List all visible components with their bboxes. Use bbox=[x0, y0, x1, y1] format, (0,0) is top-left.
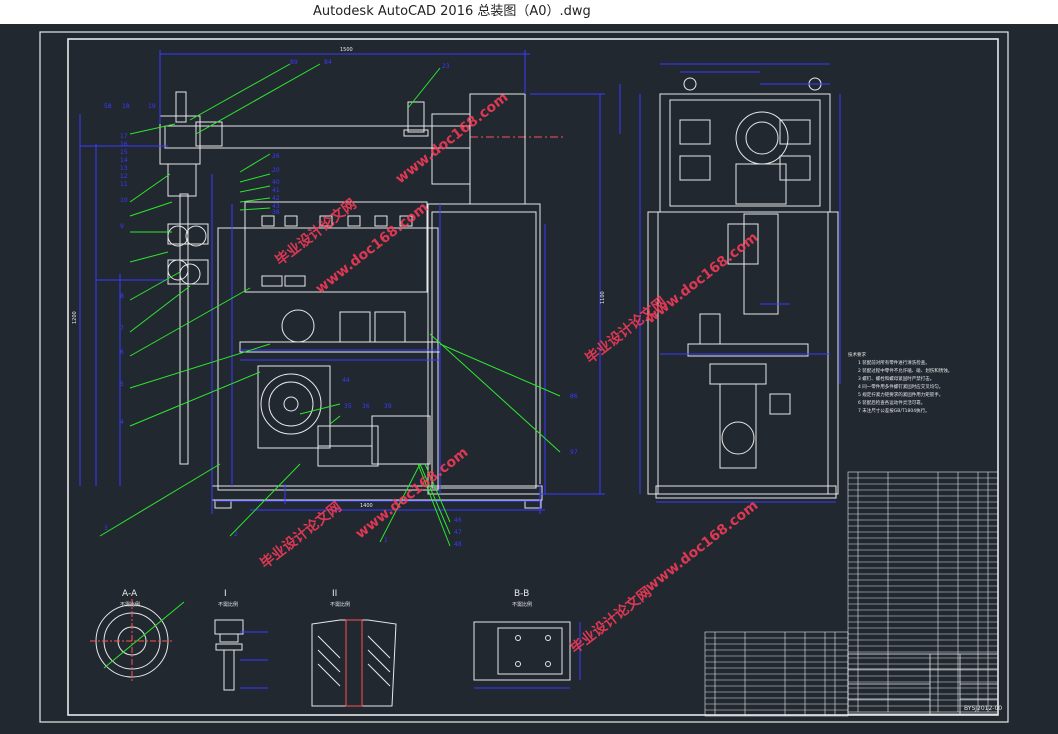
svg-text:4 同一零件用多件螺钉紧固时应交叉均匀。: 4 同一零件用多件螺钉紧固时应交叉均匀。 bbox=[858, 383, 943, 390]
svg-text:1200: 1200 bbox=[72, 311, 78, 324]
watermark-url-3: www.doc168.com bbox=[353, 444, 472, 542]
part-number-label: 19 bbox=[148, 103, 156, 110]
svg-text:1500: 1500 bbox=[340, 47, 353, 53]
part-number-label: 89 bbox=[290, 59, 298, 66]
title-bar: Autodesk AutoCAD 2016 总装图（A0）.dwg bbox=[0, 0, 1058, 24]
part-number-label: 9 bbox=[120, 223, 124, 230]
part-number-label: 58 bbox=[104, 103, 112, 110]
section-a-a-view bbox=[90, 599, 185, 683]
part-number-label: 14 bbox=[120, 157, 128, 164]
part-number-label: 10 bbox=[120, 197, 128, 204]
detail-ii-subtitle: 不需比例 bbox=[330, 601, 350, 608]
watermark-url-4: www.doc168.com bbox=[643, 497, 762, 595]
svg-text:1400: 1400 bbox=[360, 503, 373, 509]
drawing-number: BYSJ2012-00 bbox=[964, 705, 1002, 712]
svg-text:技术要求: 技术要求 bbox=[848, 351, 866, 358]
detail-ii-title: II bbox=[332, 589, 337, 599]
part-number-label: 35 bbox=[344, 403, 352, 410]
leader-lines-left bbox=[99, 63, 561, 547]
front-view bbox=[159, 91, 565, 509]
part-number-label: 12 bbox=[120, 173, 128, 180]
part-number-label: 20 bbox=[272, 167, 280, 174]
svg-text:2 装配过程中零件不允许磕、碰、划伤和锈蚀。: 2 装配过程中零件不允许磕、碰、划伤和锈蚀。 bbox=[858, 367, 952, 374]
section-a-a-subtitle: 不需比例 bbox=[120, 601, 140, 608]
section-a-a-title: A-A bbox=[122, 589, 138, 599]
part-number-label: 13 bbox=[120, 165, 128, 172]
part-number-label: 7 bbox=[120, 325, 124, 332]
title-block bbox=[847, 653, 999, 715]
part-number-label: 47 bbox=[454, 529, 462, 536]
part-number-label: 18 bbox=[122, 103, 130, 110]
part-number-label: 39 bbox=[384, 403, 392, 410]
detail-i-subtitle: 不需比例 bbox=[218, 601, 238, 608]
part-number-label: 26 bbox=[272, 153, 280, 160]
part-number-label: 23 bbox=[442, 63, 450, 70]
svg-text:1100: 1100 bbox=[600, 291, 606, 304]
part-number-label: 86 bbox=[570, 393, 578, 400]
part-number-label: 8 bbox=[120, 293, 124, 300]
svg-text:1 装配前对所有零件进行清洗检查。: 1 装配前对所有零件进行清洗检查。 bbox=[858, 359, 930, 366]
part-number-label: 36 bbox=[362, 403, 370, 410]
part-number-label: 42 bbox=[272, 195, 280, 202]
part-number-label: 40 bbox=[272, 179, 280, 186]
part-number-label: 97 bbox=[570, 449, 578, 456]
bill-of-materials-lower bbox=[704, 631, 849, 717]
section-b-b-subtitle: 不需比例 bbox=[512, 601, 532, 608]
part-number-label: 46 bbox=[454, 517, 462, 524]
watermark-site-4: 毕业设计论文网 bbox=[567, 583, 655, 657]
part-number-label: 6 bbox=[120, 349, 124, 356]
svg-text:5 规定拧紧力矩要求的紧固件用力矩扳手。: 5 规定拧紧力矩要求的紧固件用力矩扳手。 bbox=[858, 391, 943, 398]
sheet-outer-border bbox=[39, 31, 1009, 723]
part-number-label: 38 bbox=[272, 209, 280, 216]
part-number-label: 4 bbox=[120, 419, 124, 426]
part-number-label: 2 bbox=[234, 531, 238, 538]
section-b-b-view bbox=[473, 621, 581, 689]
side-view bbox=[647, 77, 839, 499]
part-number-label: 5 bbox=[120, 381, 124, 388]
watermark-url-5: www.doc168.com bbox=[393, 89, 512, 187]
part-number-label: 43 bbox=[272, 203, 280, 210]
window-title: Autodesk AutoCAD 2016 总装图（A0）.dwg bbox=[313, 4, 591, 19]
svg-text:6 装配后检查各运动件灵活可靠。: 6 装配后检查各运动件灵活可靠。 bbox=[858, 399, 925, 406]
part-number-label: 1 bbox=[384, 537, 388, 544]
part-number-label: 3 bbox=[104, 525, 108, 532]
part-number-label: 44 bbox=[342, 377, 350, 384]
part-number-label: 15 bbox=[120, 149, 128, 156]
part-number-label: 84 bbox=[324, 59, 332, 66]
sheet-inner-border bbox=[67, 38, 999, 716]
side-dimensions bbox=[639, 63, 841, 503]
bill-of-materials-table bbox=[847, 471, 999, 713]
front-dimension-texts: 1500 1200 1100 1400 bbox=[72, 47, 606, 509]
front-dimensions bbox=[79, 50, 621, 514]
detail-i-title: I bbox=[224, 589, 227, 599]
svg-text:3 螺钉、螺栓和螺母紧固时严禁打击。: 3 螺钉、螺栓和螺母紧固时严禁打击。 bbox=[858, 375, 934, 382]
detail-i-view bbox=[214, 619, 268, 691]
part-number-label: 17 bbox=[120, 133, 128, 140]
section-b-b-title: B-B bbox=[514, 589, 529, 599]
svg-text:7 未注尺寸公差按GB/T1804执行。: 7 未注尺寸公差按GB/T1804执行。 bbox=[858, 407, 930, 414]
part-number-label: 41 bbox=[272, 187, 280, 194]
part-number-label: 16 bbox=[120, 141, 128, 148]
watermarks: 毕业设计论文网 www.doc168.com 毕业设计论文网 www.doc16… bbox=[257, 89, 761, 657]
detail-ii-view bbox=[311, 619, 397, 707]
technical-notes: 技术要求 1 装配前对所有零件进行清洗检查。 2 装配过程中零件不允许磕、碰、划… bbox=[848, 351, 952, 414]
watermark-site-3: 毕业设计论文网 bbox=[257, 498, 345, 572]
part-number-label: 48 bbox=[454, 541, 462, 548]
part-number-label: 11 bbox=[120, 181, 128, 188]
